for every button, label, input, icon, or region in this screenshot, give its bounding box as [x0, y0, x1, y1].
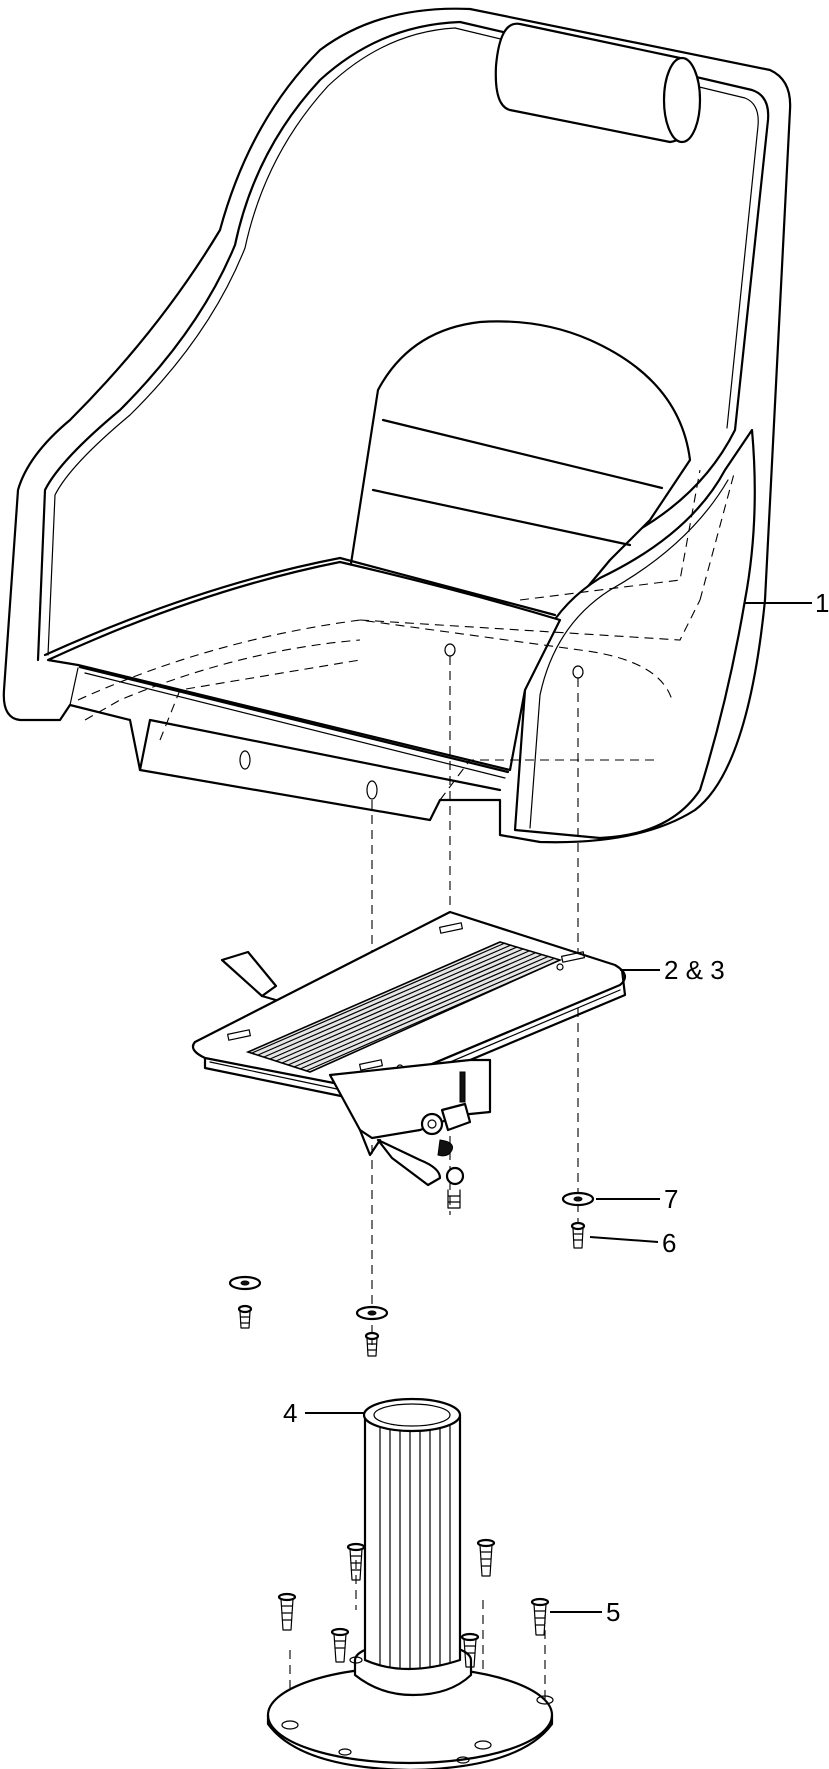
back-pad [348, 320, 692, 622]
base-screw [277, 1592, 297, 1631]
screw [364, 1331, 380, 1357]
base-screw [330, 1627, 350, 1663]
callout-2-3: 2 & 3 [664, 955, 725, 985]
callout-6: 6 [662, 1228, 676, 1258]
screw [570, 1221, 586, 1249]
pedestal [266, 1397, 554, 1769]
swivel-slide-mechanism [191, 910, 627, 1209]
headrest-cushion [494, 22, 702, 144]
base-screw [346, 1542, 366, 1581]
callout-1: 1 [815, 588, 829, 618]
mount-slot [239, 750, 251, 770]
base-screw [460, 1632, 480, 1668]
callout-4: 4 [283, 1398, 297, 1428]
mount-slot [366, 780, 378, 800]
leader-lines [305, 602, 812, 1613]
washer [355, 1305, 389, 1321]
callout-7: 7 [664, 1184, 678, 1214]
washer [561, 1191, 595, 1207]
screw [237, 1304, 253, 1329]
washer [228, 1275, 262, 1291]
seat-shell [2, 7, 792, 844]
ribbed-channel [245, 941, 563, 1073]
base-screw [530, 1597, 550, 1636]
callout-5: 5 [606, 1597, 620, 1627]
base-screw [476, 1538, 496, 1577]
